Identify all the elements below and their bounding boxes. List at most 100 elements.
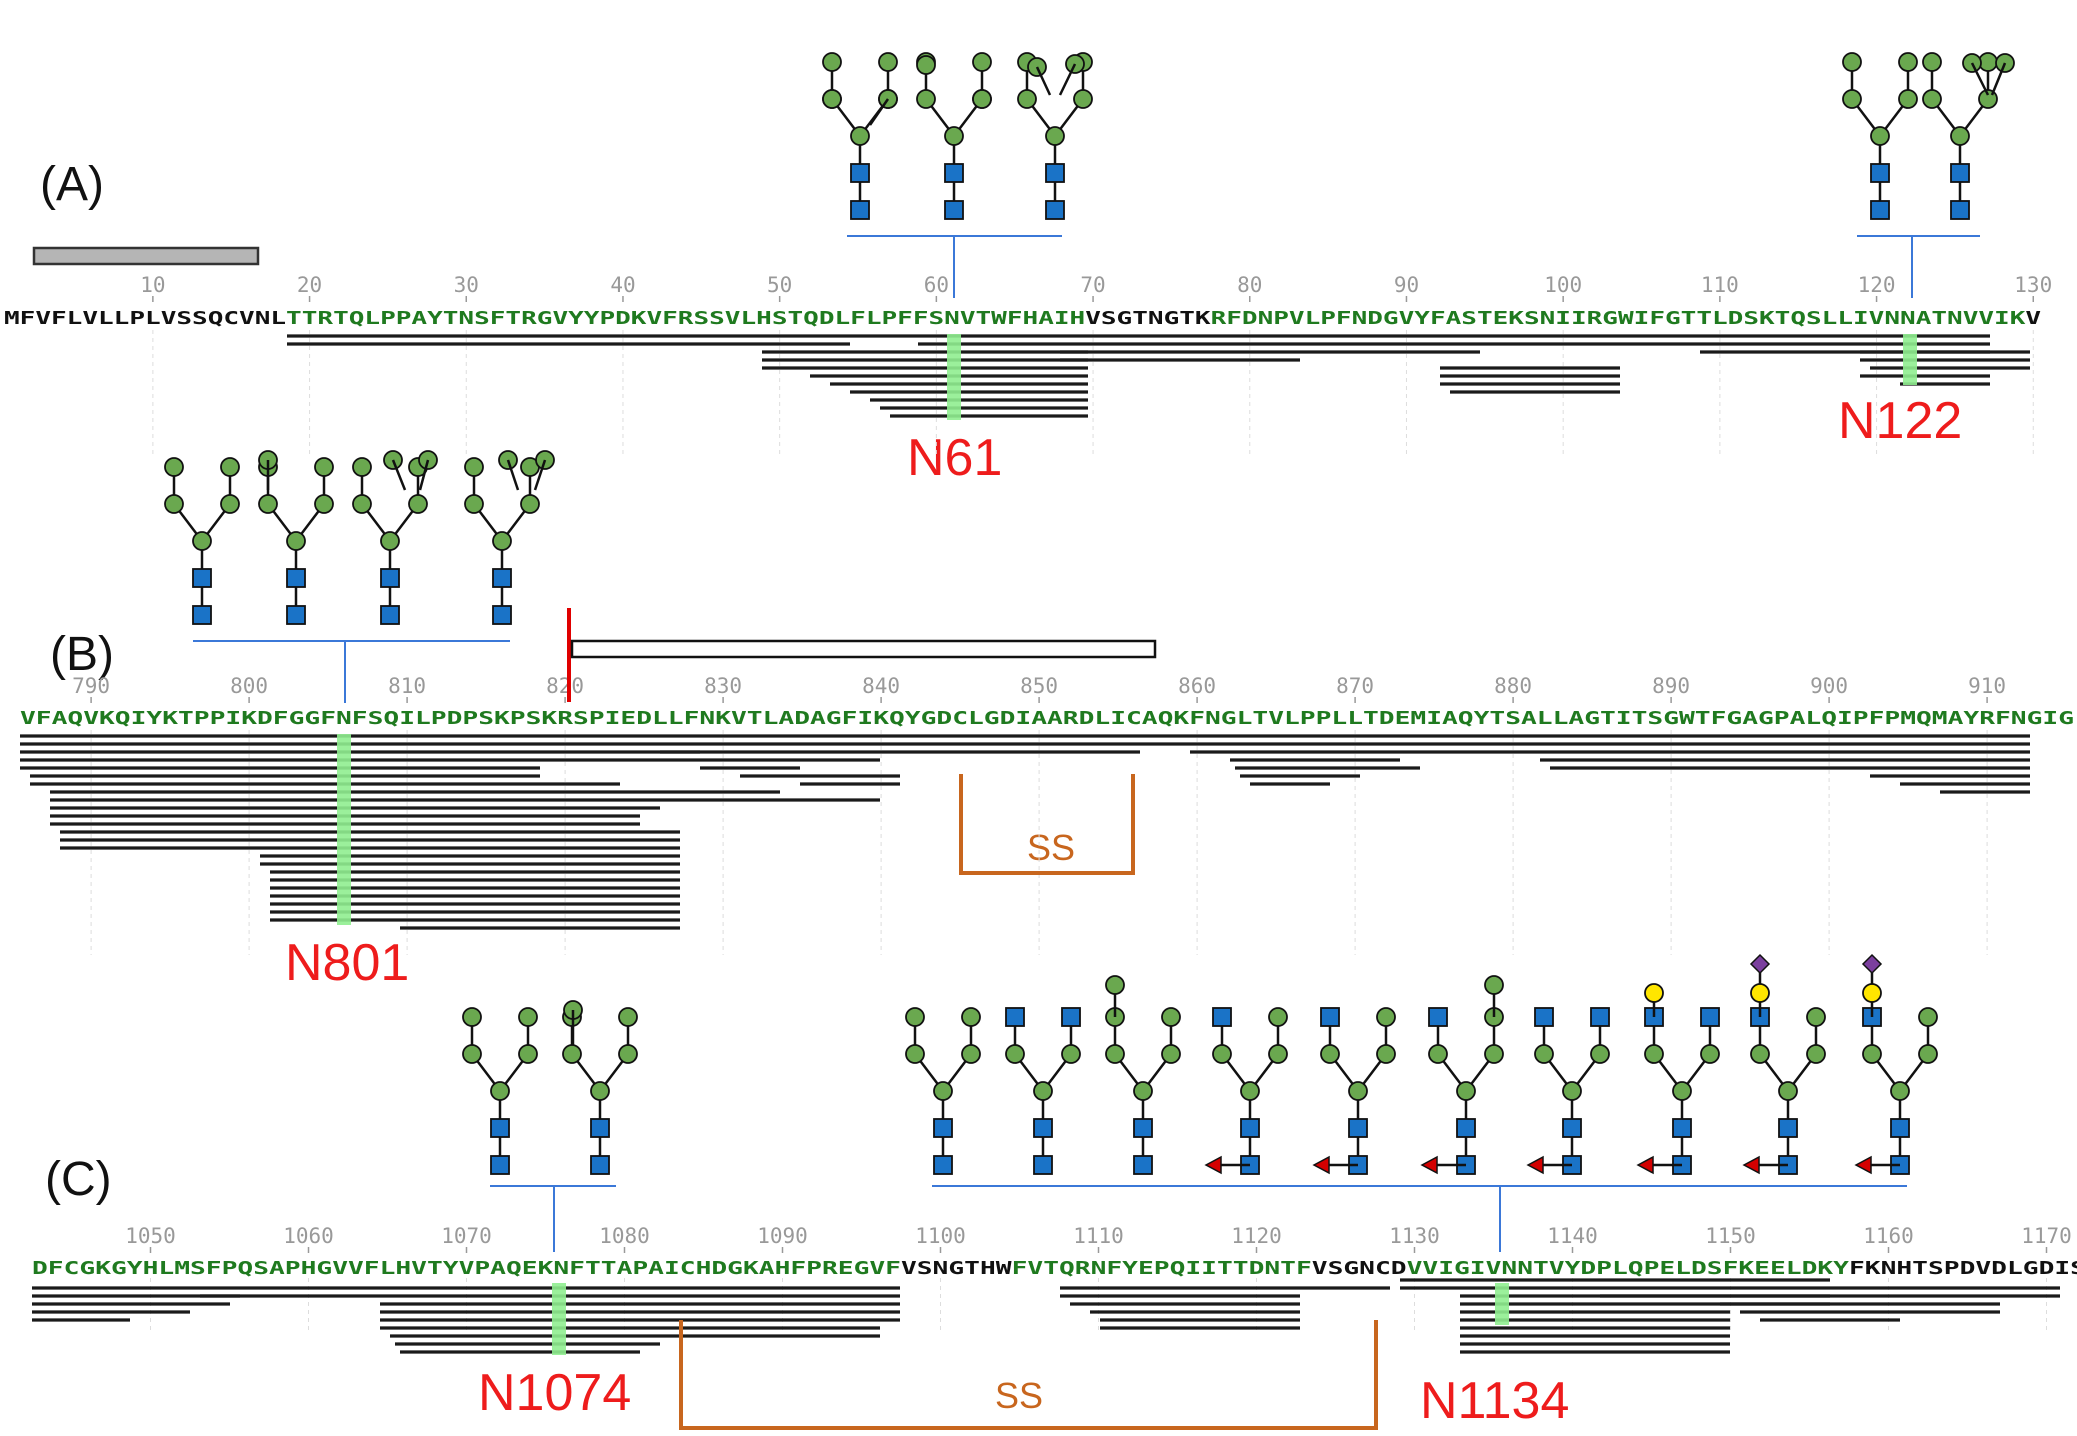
glycosidic-bond-line (1970, 62, 1990, 96)
disulfide-bracket (959, 774, 1135, 875)
glcnac-square-icon (1672, 1118, 1692, 1138)
glcnac-square-icon (1133, 1118, 1153, 1138)
tick-label: 1150 (1705, 1224, 1756, 1248)
mannose-circle-icon (1033, 1081, 1053, 1101)
mannose-circle-icon (220, 494, 240, 514)
tick-label: 1100 (915, 1224, 966, 1248)
tick-label: 880 (1494, 674, 1532, 698)
mannose-circle-icon (1842, 52, 1862, 72)
glcnac-square-icon (380, 605, 400, 625)
sequence-segment: VSNGTHW (901, 1259, 1012, 1279)
mannose-circle-icon (408, 494, 428, 514)
glycosidic-bond-line (1990, 62, 2007, 96)
mannose-circle-icon (1898, 89, 1918, 109)
tick-label: 1090 (757, 1224, 808, 1248)
mannose-circle-icon (164, 457, 184, 477)
mannose-circle-icon (1268, 1044, 1288, 1064)
tick-label: 850 (1020, 674, 1058, 698)
mannose-circle-icon (1890, 1081, 1910, 1101)
tick-label: 1160 (1863, 1224, 1914, 1248)
tick-label: 1080 (599, 1224, 650, 1248)
mannose-circle-icon (520, 494, 540, 514)
site-label-n122: N122 (1838, 392, 1962, 450)
fucose-triangle-icon (1636, 1155, 1654, 1175)
tick-label: 50 (767, 273, 792, 297)
glycosidic-bond-line (533, 459, 547, 491)
glcnac-square-icon (490, 1155, 510, 1175)
mannose-circle-icon (1376, 1007, 1396, 1027)
mannose-circle-icon (464, 494, 484, 514)
sequence-row-b: VFAQVKQIYKTPPIKDFGGFNFSQILPDPSKPSKRSPIED… (20, 709, 2074, 729)
mannose-circle-icon (286, 531, 306, 551)
tick-label: 120 (1858, 273, 1896, 297)
glcnac-square-icon (1348, 1118, 1368, 1138)
glcnac-square-icon (933, 1118, 953, 1138)
galactose-circle-icon (1644, 983, 1664, 1003)
glycosidic-bond-line (418, 459, 430, 491)
mannose-circle-icon (1484, 975, 1504, 995)
glcnac-square-icon (1950, 200, 1970, 220)
mannose-circle-icon (462, 1007, 482, 1027)
mannose-circle-icon (1750, 1044, 1770, 1064)
site-highlight (1903, 334, 1917, 385)
mannose-circle-icon (822, 89, 842, 109)
sequence-segment: VVIGIVNNTVYDPLQPELDSFKEELDKY (1407, 1259, 1850, 1279)
mannose-circle-icon (618, 1044, 638, 1064)
disulfide-label-b: SS (1027, 827, 1075, 868)
mannose-circle-icon (352, 457, 372, 477)
glcnac-square-icon (933, 1155, 953, 1175)
tick-label: 130 (2014, 273, 2052, 297)
mannose-circle-icon (1017, 89, 1037, 109)
mannose-circle-icon (258, 494, 278, 514)
mannose-circle-icon (905, 1007, 925, 1027)
sialic-acid-diamond-icon (1749, 953, 1771, 975)
glycosidic-bond-line (391, 459, 407, 491)
tick-label: 110 (1701, 273, 1739, 297)
galactose-circle-icon (1750, 983, 1770, 1003)
tick-label: 1140 (1547, 1224, 1598, 1248)
mannose-circle-icon (192, 531, 212, 551)
glcnac-square-icon (1320, 1007, 1340, 1027)
mannose-circle-icon (972, 52, 992, 72)
signal-peptide-bar (32, 246, 260, 266)
mannose-circle-icon (916, 55, 936, 75)
mannose-circle-icon (492, 531, 512, 551)
disulfide-bracket (679, 1320, 1378, 1430)
tick-label: 890 (1652, 674, 1690, 698)
mannose-circle-icon (961, 1044, 981, 1064)
mannose-circle-icon (1534, 1044, 1554, 1064)
sequence-segment: FKNHTSPDVDLGDIS (1849, 1259, 2077, 1279)
fucose-triangle-icon (1420, 1155, 1438, 1175)
mannose-circle-icon (972, 89, 992, 109)
mannose-circle-icon (1161, 1044, 1181, 1064)
panel-label-b: (B) (50, 628, 114, 681)
mannose-circle-icon (1862, 1044, 1882, 1064)
mannose-circle-icon (1428, 1044, 1448, 1064)
mannose-circle-icon (1644, 1044, 1664, 1064)
glcnac-square-icon (944, 163, 964, 183)
glcnac-square-icon (286, 568, 306, 588)
mannose-circle-icon (1898, 52, 1918, 72)
mannose-circle-icon (1918, 1044, 1938, 1064)
tick-label: 30 (454, 273, 479, 297)
glcnac-square-icon (492, 605, 512, 625)
glcnac-square-icon (1700, 1007, 1720, 1027)
mannose-circle-icon (1950, 126, 1970, 146)
site-highlight (947, 334, 961, 420)
glycosidic-bond-line (868, 98, 890, 126)
mannose-circle-icon (618, 1007, 638, 1027)
tick-label: 840 (862, 674, 900, 698)
tick-label: 100 (1544, 273, 1582, 297)
site-highlight (552, 1283, 566, 1355)
glcnac-square-icon (1456, 1118, 1476, 1138)
tick-label: 1110 (1073, 1224, 1124, 1248)
mannose-circle-icon (464, 457, 484, 477)
mannose-circle-icon (462, 1044, 482, 1064)
site-label-n1074: N1074 (478, 1364, 631, 1422)
mannose-circle-icon (878, 52, 898, 72)
glcnac-square-icon (192, 605, 212, 625)
glcnac-square-icon (286, 605, 306, 625)
glcnac-square-icon (1428, 1007, 1448, 1027)
